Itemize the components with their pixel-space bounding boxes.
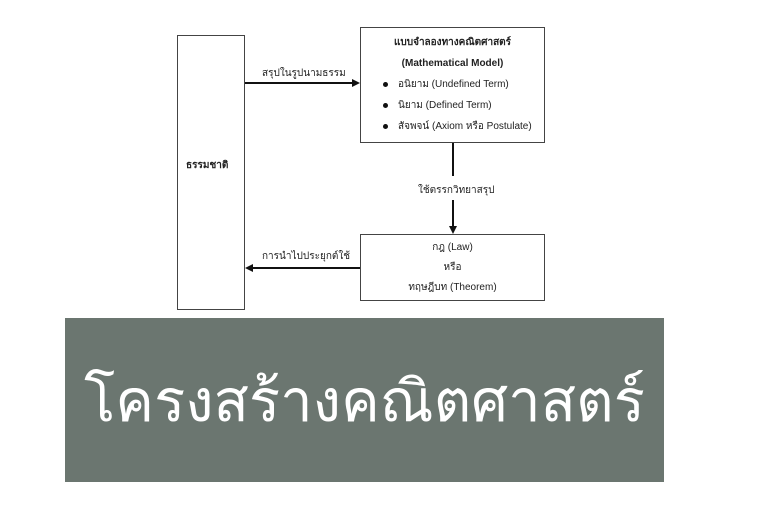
model-subtitle: (Mathematical Model): [401, 58, 504, 69]
model-item-defined-term: นิยาม (Defined Term): [361, 95, 544, 116]
deduction-label: ใช้ตรรกวิทยาสรุป: [418, 185, 495, 196]
theorem-line: ทฤษฎีบท (Theorem): [408, 282, 497, 293]
application-label: การนำไปประยุกต์ใช้: [262, 251, 351, 262]
arrowhead-down-icon: [449, 226, 457, 234]
model-item-axiom: สัจพจน์ (Axiom หรือ Postulate): [361, 116, 544, 137]
application-arrow: [252, 267, 360, 269]
title-banner: โครงสร้างคณิตศาสตร์: [65, 318, 664, 482]
model-title: แบบจำลองทางคณิตศาสตร์: [393, 37, 512, 48]
nature-label: ธรรมชาติ: [186, 160, 229, 171]
nature-box: ธรรมชาติ: [177, 35, 245, 310]
abstraction-label: สรุปในรูปนามธรรม: [262, 68, 346, 79]
deduction-arrow-bottom: [452, 200, 454, 227]
abstraction-arrow: [245, 82, 353, 84]
law-line: กฎ (Law): [432, 242, 473, 253]
arrowhead-left-icon: [245, 264, 253, 272]
deduction-arrow-top: [452, 143, 454, 176]
arrowhead-right-icon: [352, 79, 360, 87]
model-item-undefined-term: อนิยาม (Undefined Term): [361, 74, 544, 95]
or-line: หรือ: [443, 262, 462, 273]
law-theorem-box: กฎ (Law) หรือ ทฤษฎีบท (Theorem): [360, 234, 545, 301]
banner-title: โครงสร้างคณิตศาสตร์: [84, 366, 645, 435]
mathematical-model-box: แบบจำลองทางคณิตศาสตร์ (Mathematical Mode…: [360, 27, 545, 143]
